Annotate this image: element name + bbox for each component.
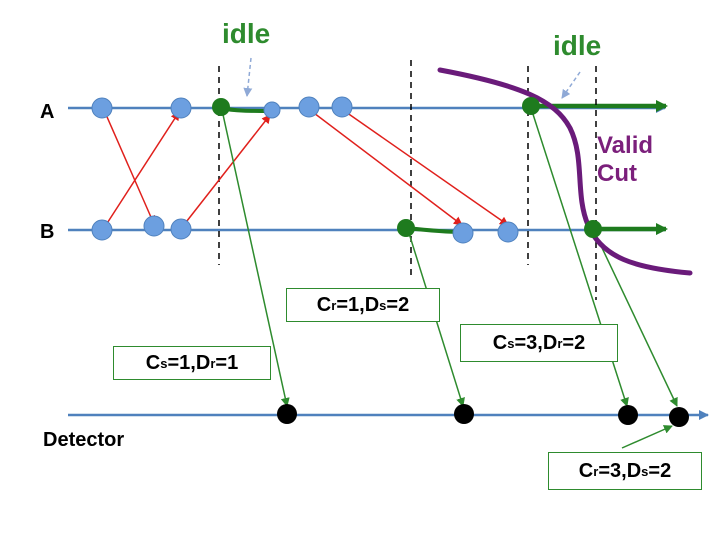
event-b [91,219,113,241]
event-b-idle [397,219,415,237]
message-arrow [182,114,271,227]
report-arrow-label [621,425,673,449]
message-arrow [309,109,463,226]
idle-label-1: idle [222,18,271,49]
event-b [170,218,192,240]
detector-event [618,405,638,425]
idle-pointer-arrow [561,71,581,99]
event-a [170,97,192,119]
detector-label: Detector [43,429,125,451]
event-b [452,222,474,244]
message-arrow [342,109,509,226]
event-b [143,215,165,237]
message-arrow [103,109,155,225]
process-b-label: B [40,221,55,243]
valid-cut-line2: Cut [597,160,637,188]
idle-label-2: idle [553,30,602,61]
valid-cut-curve [437,67,693,276]
event-a [298,96,320,118]
valid-cut-label: Valid Cut [597,132,653,189]
detector-event [454,404,474,424]
event-b-idle [584,220,602,238]
process-a-label: A [40,101,55,123]
event-a [263,101,281,119]
valid-cut-line1: Valid [597,132,654,159]
event-a [91,97,113,119]
message-arrow [103,111,180,229]
event-b [497,221,519,243]
event-a [331,96,353,118]
event-a-idle [212,98,230,116]
report-arrow [593,230,678,407]
idle-pointer-arrow [243,57,253,97]
detector-event [277,404,297,424]
event-a-idle [522,97,540,115]
detector-event [669,407,689,427]
report-arrow [221,109,290,407]
